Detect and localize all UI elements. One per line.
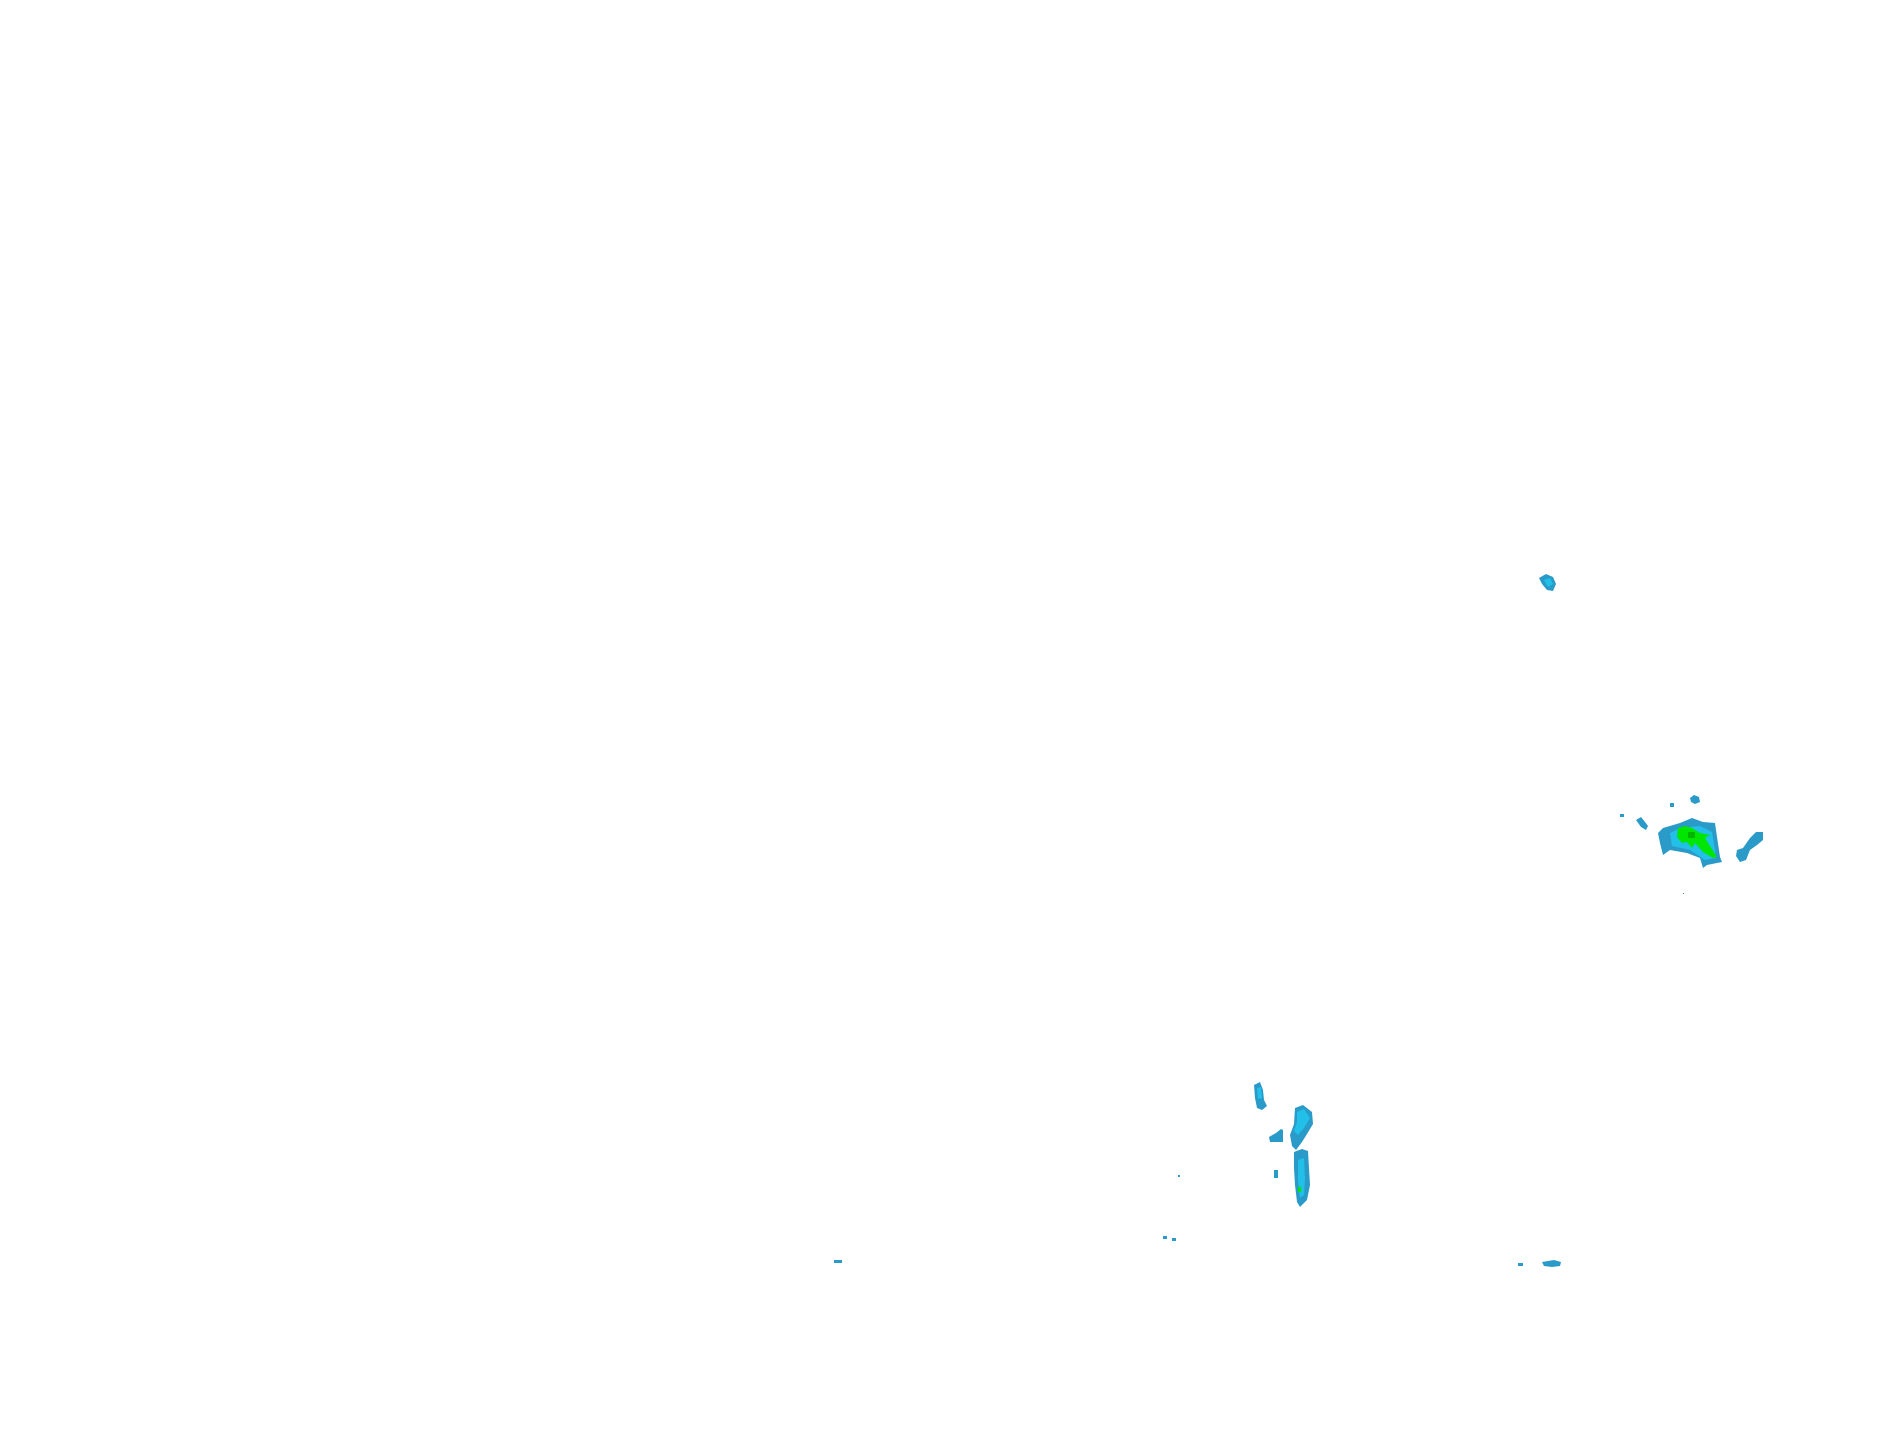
precip-echo [1257, 1087, 1262, 1099]
precip-echo [1518, 1263, 1523, 1266]
precip-echo [834, 1260, 842, 1263]
echo-main-cluster [1620, 795, 1763, 894]
precip-echo [1636, 817, 1648, 830]
precip-echo [1677, 826, 1717, 858]
precip-echo [1172, 1238, 1176, 1241]
precip-echo [1620, 814, 1624, 817]
precip-echo [1690, 795, 1700, 804]
precip-echo [1298, 1187, 1301, 1192]
echo-top-cell [1539, 574, 1556, 591]
echo-scattered-cells [834, 1175, 1561, 1267]
precip-echo [1178, 1175, 1180, 1177]
precip-echo [1274, 1170, 1278, 1178]
precip-echo [1688, 832, 1695, 838]
precip-echo [1670, 803, 1674, 807]
precip-echo [1163, 1236, 1167, 1239]
precip-echo [1542, 1260, 1561, 1267]
precip-echo [1736, 832, 1763, 862]
echo-south-cluster [1254, 1082, 1313, 1207]
precip-echo [1294, 1109, 1310, 1135]
precip-echo [1269, 1129, 1283, 1142]
precip-echo [1544, 578, 1553, 587]
precip-echo [1683, 893, 1684, 894]
